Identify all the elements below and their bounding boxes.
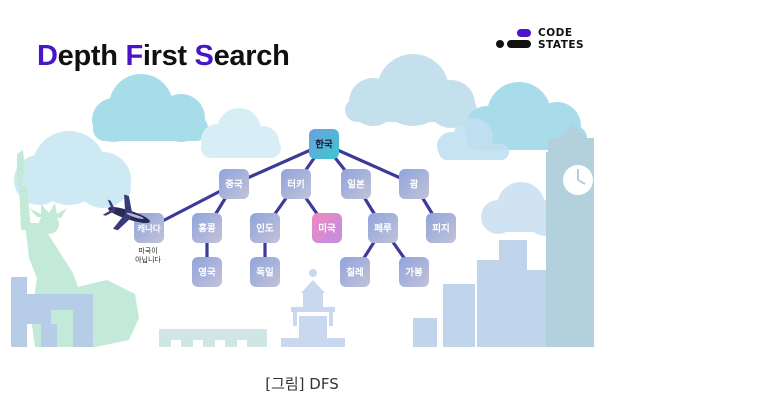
tree-node-box (368, 213, 398, 243)
title-letter-f: F (125, 40, 143, 72)
annotation-not-usa-line1: 미국이 (138, 246, 157, 255)
tree-node-label: 캐나다 (137, 224, 161, 235)
tree-node-turkey: 터키 (281, 169, 311, 199)
tree-edges (147, 142, 443, 274)
annotation-not-usa-line2: 아닙니다 (135, 255, 161, 264)
tree-node-label: 미국 (318, 223, 336, 235)
title-letter-d: D (37, 40, 58, 72)
tree-node-box (309, 129, 339, 159)
tree-node-label: 괌 (410, 179, 419, 191)
cloud-right-back (437, 118, 509, 160)
tree-node-peru: 페루 (368, 213, 398, 243)
building-bottom (159, 329, 267, 347)
tree-node-usa: 미국 (312, 213, 342, 243)
cloud-center-left (201, 108, 281, 158)
tree-node-korea: 한국 (309, 129, 339, 159)
tree-node-label: 가봉 (405, 267, 423, 279)
codestates-logo-mark (496, 29, 531, 48)
tree-node-label: 일본 (347, 179, 365, 191)
title-part-epth: epth (57, 40, 126, 72)
tree-node-label: 영국 (198, 267, 216, 279)
figure-title: Depth First Search (37, 40, 290, 73)
tree-node-box (341, 169, 371, 199)
tree-node-box (426, 213, 456, 243)
clock-tower (546, 124, 594, 347)
logo-text-code: CODE (538, 27, 573, 39)
title-letter-s: S (194, 40, 214, 72)
lighthouse (281, 269, 345, 347)
title-part-irst: irst (142, 40, 195, 72)
tree-node-hongkong: 홍콩 (192, 213, 222, 243)
tree-node-label: 중국 (225, 180, 243, 191)
tree-node-fiji: 피지 (426, 213, 456, 243)
tree-node-germany: 독일 (250, 257, 280, 287)
tree-node-box (312, 213, 342, 243)
tree-node-box (219, 169, 249, 199)
airplane-icon (102, 194, 150, 231)
tree-node-label: 한국 (315, 139, 333, 151)
tree-node-japan: 일본 (341, 169, 371, 199)
tree-node-label: 인도 (256, 224, 274, 235)
tree-node-gabon: 가봉 (399, 257, 429, 287)
tree-node-china: 중국 (219, 169, 249, 199)
tree-node-box (192, 213, 222, 243)
tree-node-box (250, 213, 280, 243)
tree-node-label: 독일 (256, 267, 274, 279)
cloud-left (14, 131, 131, 208)
codestates-logo-text: CODE STATES (538, 27, 584, 51)
logo-text-states: STATES (538, 39, 585, 51)
tree-node-chile: 칠레 (340, 257, 370, 287)
tree-node-box (192, 257, 222, 287)
tree-node-label: 피지 (432, 223, 449, 235)
title-part-earch: earch (213, 40, 290, 72)
tree-node-label: 페루 (374, 223, 392, 235)
tree-node-india: 인도 (250, 213, 280, 243)
tree-node-box (250, 257, 280, 287)
cloud-top-center (345, 54, 477, 128)
tree-node-guam: 괌 (399, 169, 429, 199)
building-left (11, 277, 93, 347)
tree-node-uk: 영국 (192, 257, 222, 287)
tree-node-box (399, 169, 429, 199)
tree-node-label: 홍콩 (198, 223, 216, 235)
cloud-top-left (92, 74, 208, 142)
tree-node-label: 칠레 (346, 267, 363, 279)
tree-node-box (399, 257, 429, 287)
codestates-logo: CODE STATES (495, 27, 587, 53)
tree-node-box (281, 169, 311, 199)
figure-caption: [그림] DFS (265, 375, 339, 393)
tree-node-box (340, 257, 370, 287)
tree-node-label: 터키 (287, 179, 304, 191)
